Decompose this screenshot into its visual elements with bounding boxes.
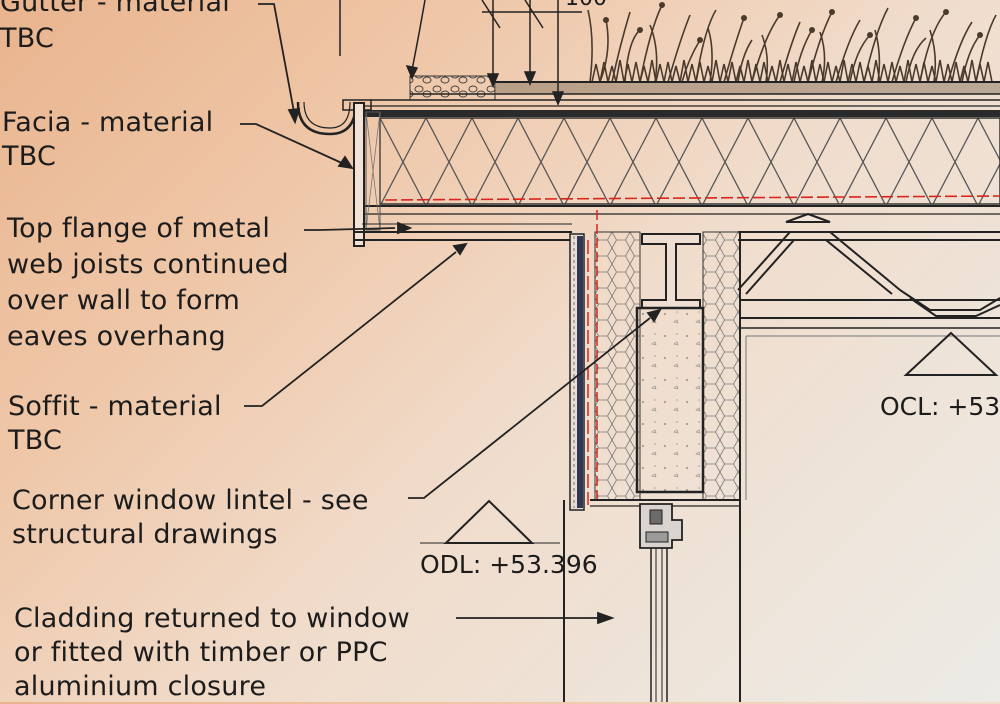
roof-insulation (379, 117, 1000, 205)
soffit-label-tbc: TBC (8, 425, 62, 456)
odl-level-triangle (443, 499, 535, 544)
concrete-lintel (635, 306, 705, 494)
steel-beam (641, 233, 701, 309)
wall-section (563, 210, 1000, 702)
ocl-level-triangle (903, 331, 999, 376)
lintel-label-line1: Corner window lintel - see (12, 485, 369, 516)
roof-deck (362, 110, 1000, 117)
soffit (354, 223, 572, 241)
soffit-label: Soffit - material (8, 391, 222, 422)
lintel-label-line2: structural drawings (12, 519, 278, 550)
cladding-label-line2: or fitted with timber or PPC (14, 637, 388, 668)
facia-label-tbc: TBC (2, 141, 56, 172)
facia-label: Facia - material (2, 107, 214, 138)
dimension-marker (339, 0, 582, 106)
gravel-border (409, 75, 496, 101)
window-frame (639, 503, 683, 702)
cladding-label-line3: aluminium closure (14, 671, 267, 702)
top-flange-label-line1: Top flange of metal (7, 213, 271, 244)
roof-buildup (362, 75, 1000, 215)
top-flange-label-line2: web joists continued (7, 249, 289, 280)
gutter-label: Gutter - material (0, 0, 230, 18)
wall-insulation-outer (594, 231, 641, 501)
odl-level-label: ODL: +53.396 (420, 550, 598, 579)
wall-insulation-inner (702, 231, 741, 501)
dimension-value: 100 (565, 0, 607, 11)
green-roof-vegetation (587, 2, 997, 83)
facia (353, 102, 381, 247)
leader-lines (240, 3, 662, 625)
cladding-label-line1: Cladding returned to window (14, 603, 410, 634)
top-flange-label-line4: eaves overhang (7, 321, 226, 352)
metal-web-joist (737, 212, 1000, 319)
gutter-label-tbc: TBC (0, 23, 54, 54)
top-flange-label-line3: over wall to form (7, 285, 241, 316)
ocl-level-label: OCL: +53. (880, 392, 1000, 421)
